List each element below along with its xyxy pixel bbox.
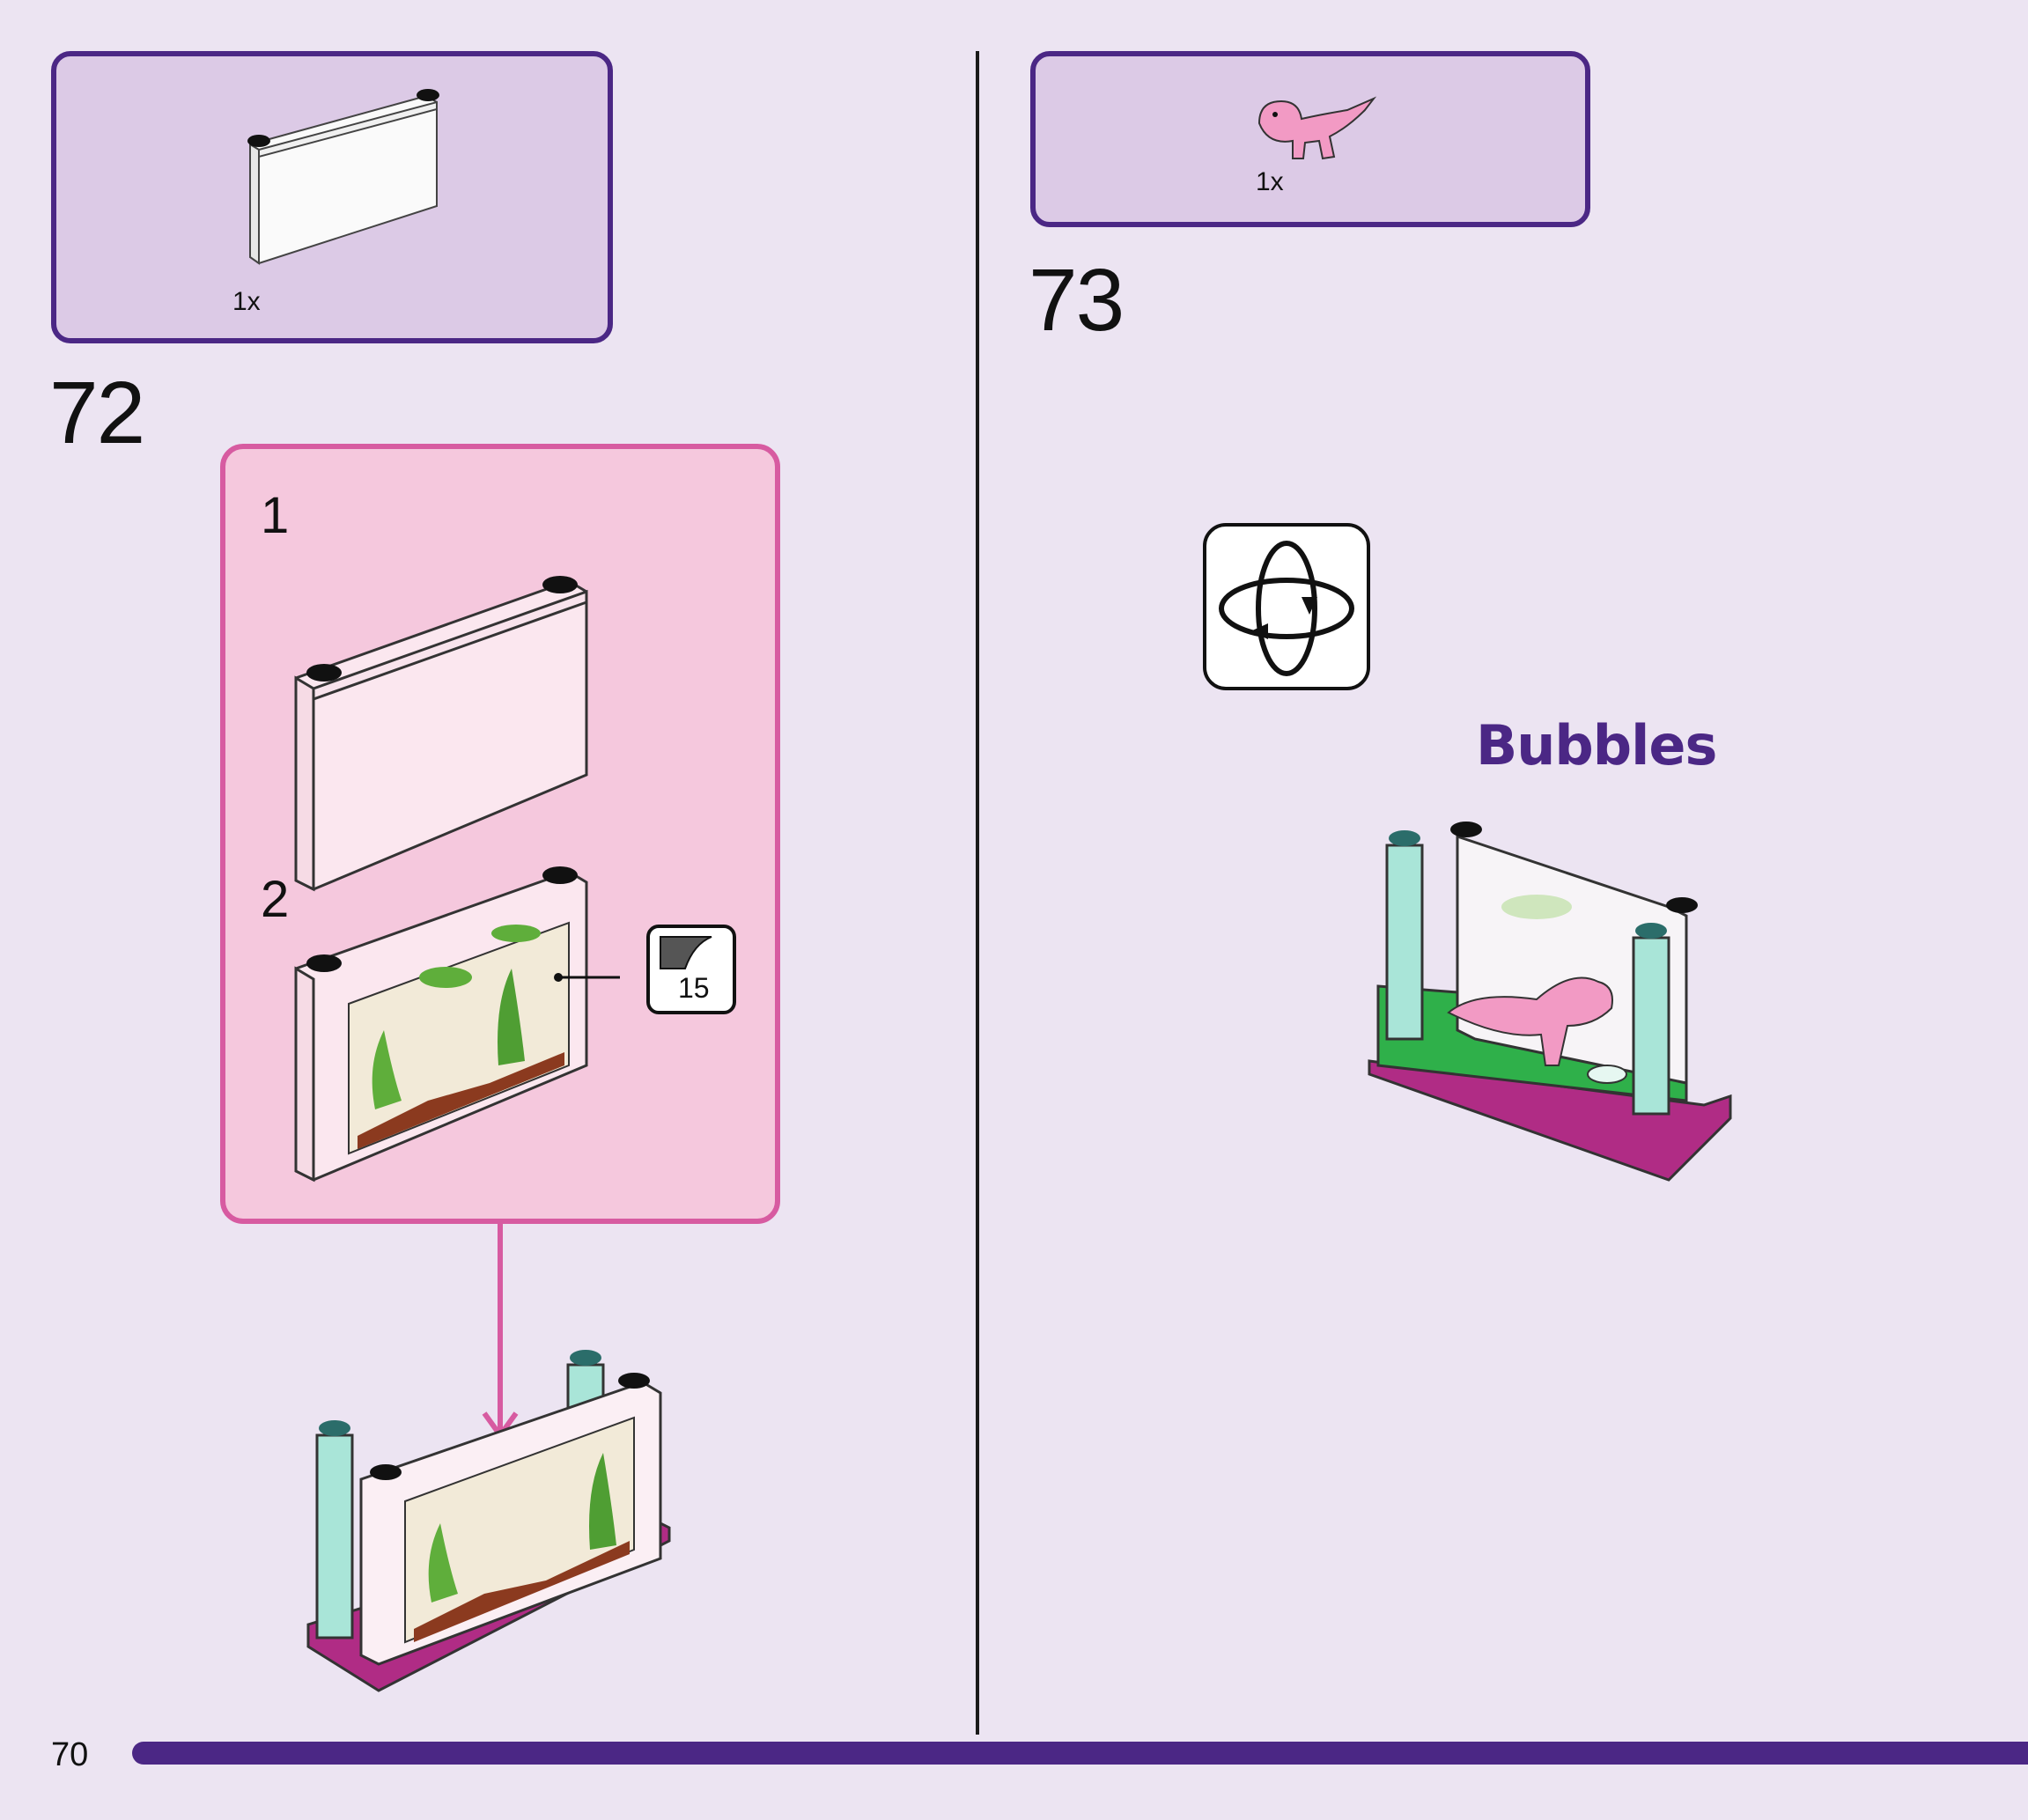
step73-parts-box: 1x: [1030, 51, 1590, 227]
step72-subassembly-box: 1 2 15: [220, 444, 780, 1224]
substep-number-2: 2: [261, 871, 290, 928]
sticker-callout: 15: [646, 925, 736, 1014]
rotate-model-icon: [1203, 523, 1370, 690]
footer-bar: [132, 1742, 2028, 1765]
aquarium-with-dinosaur-model-icon: [1368, 822, 1732, 1182]
sticker-icon: [660, 936, 712, 969]
aquarium-model-icon: [306, 1350, 671, 1692]
step-number-73: 73: [1029, 251, 1125, 350]
clear-panel-icon: [294, 576, 588, 892]
clear-panel-icon: [247, 89, 439, 265]
decorated-panel-icon: [294, 866, 620, 1183]
part-quantity: 1x: [1256, 167, 1284, 196]
substep-number-1: 1: [261, 487, 290, 544]
sticker-number: 15: [678, 972, 710, 1004]
pink-dinosaur-figure-icon: [1257, 96, 1377, 160]
step72-parts-box: 1x: [51, 51, 613, 343]
step-number-72: 72: [49, 364, 145, 462]
character-name-label: Bubbles: [1476, 713, 1717, 777]
part-quantity: 1x: [232, 287, 261, 316]
page-number: 70: [51, 1736, 89, 1773]
column-divider: [976, 51, 979, 1735]
